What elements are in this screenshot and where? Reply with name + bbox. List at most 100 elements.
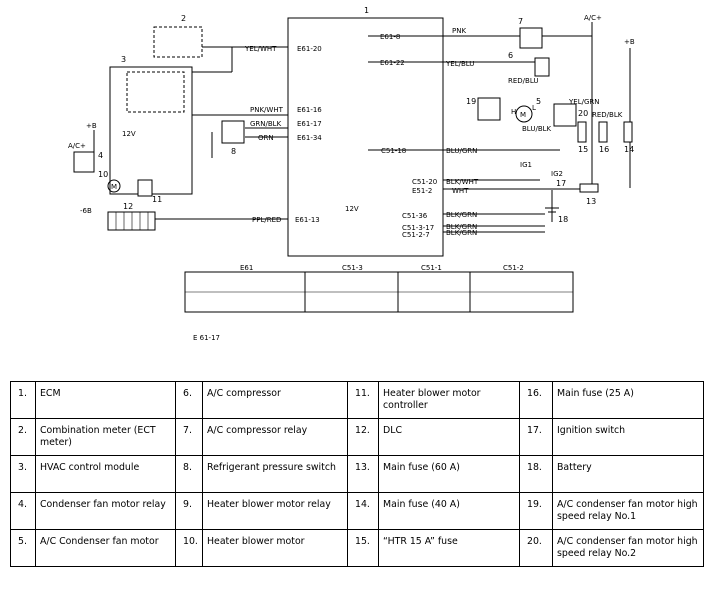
condenser-relay-box — [73, 151, 95, 173]
legend-description: HVAC control module — [35, 455, 176, 493]
label-5: 5 — [536, 97, 541, 106]
label-h: H — [511, 108, 516, 116]
legend-number: 5. — [10, 529, 36, 567]
label-16: 16 — [599, 145, 609, 154]
wire-label-blk-grn-3: BLK/GRN — [446, 229, 477, 237]
wire-label-yel-blu: YEL/BLU — [445, 60, 474, 68]
label-ig1: IG1 — [520, 161, 532, 169]
label-8: 8 — [231, 147, 236, 156]
legend-number: 4. — [10, 492, 36, 530]
relay-20-box — [553, 103, 577, 127]
wiring-diagram: 1 2 YEL/WHT E61-20 3 PNK/WHT E61-16 GRN/… — [68, 6, 635, 342]
blower-controller-box — [137, 179, 153, 197]
label-20: 20 — [578, 109, 588, 118]
legend-description: ECM — [35, 381, 176, 419]
relay-19-box — [477, 97, 501, 121]
legend-row: 2.Combination meter (ECT meter)7.A/C com… — [10, 418, 704, 456]
terminal-e61-20: E61-20 — [297, 45, 322, 53]
refrigerant-switch-box — [221, 120, 245, 144]
legend-description: Combination meter (ECT meter) — [35, 418, 176, 456]
legend-description: Ignition switch — [552, 418, 704, 456]
terminal-c51-27: C51-2-7 — [402, 231, 430, 239]
wire-label-blu-grn: BLU/GRN — [446, 147, 477, 155]
label-2: 2 — [181, 14, 186, 23]
terminal-e51-2: E51-2 — [412, 187, 432, 195]
legend-description: “HTR 15 A” fuse — [378, 529, 520, 567]
wire-label-wht: WHT — [452, 187, 469, 195]
legend-description: Condenser fan motor relay — [35, 492, 176, 530]
label-ac-plus-top: A/C+ — [584, 14, 602, 22]
legend-description: A/C compressor — [202, 381, 348, 419]
label-15: 15 — [578, 145, 588, 154]
wire-label-orn: ORN — [258, 134, 274, 142]
wire-label-blk-grn-1: BLK/GRN — [446, 211, 477, 219]
wire-label-red-blu: RED/BLU — [508, 77, 539, 85]
terminal-e61-22: E61-22 — [380, 59, 405, 67]
wire-label-yel-wht: YEL/WHT — [244, 45, 277, 53]
legend-description: A/C condenser fan motor high speed relay… — [552, 529, 704, 567]
fuse-14 — [623, 121, 633, 143]
label-12v-center: 12V — [345, 205, 359, 213]
label-12: 12 — [123, 202, 133, 211]
legend-number: 19. — [519, 492, 553, 530]
label-19: 19 — [466, 97, 476, 106]
label-plus-b-left: +B — [86, 122, 97, 130]
legend-number: 10. — [175, 529, 203, 567]
connector-label-c51-1: C51-1 — [421, 264, 442, 272]
legend-description: Refrigerant pressure switch — [202, 455, 348, 493]
legend-description: Heater blower motor relay — [202, 492, 348, 530]
legend-number: 20. — [519, 529, 553, 567]
legend-number: 7. — [175, 418, 203, 456]
label-ig2: IG2 — [551, 170, 563, 178]
wire-label-yel-grn: YEL/GRN — [568, 98, 599, 106]
terminal-e61-34: E61-34 — [297, 134, 322, 142]
hvac-inner-box — [126, 71, 185, 113]
wire-label-pnk-wht: PNK/WHT — [250, 106, 284, 114]
legend-number: 3. — [10, 455, 36, 493]
legend-number: 14. — [347, 492, 379, 530]
label-11: 11 — [152, 195, 162, 204]
terminal-e61-8: E61-8 — [380, 33, 400, 41]
wire-label-grn-blk: GRN/BLK — [250, 120, 282, 128]
legend-number: 8. — [175, 455, 203, 493]
label-17: 17 — [556, 179, 566, 188]
legend-description: Heater blower motor — [202, 529, 348, 567]
terminal-c51-20: C51-20 — [412, 178, 437, 186]
label-4: 4 — [98, 151, 103, 160]
label-14: 14 — [624, 145, 634, 154]
label-7: 7 — [518, 17, 523, 26]
legend-description: A/C condenser fan motor high speed relay… — [552, 492, 704, 530]
legend-description: Main fuse (60 A) — [378, 455, 520, 493]
label-6b: -6B — [80, 207, 92, 215]
wire-label-blu-blk: BLU/BLK — [522, 125, 552, 133]
label-l: L — [532, 104, 536, 112]
legend-number: 9. — [175, 492, 203, 530]
connector-label-e61: E61 — [240, 264, 253, 272]
terminal-c51-36: C51-36 — [402, 212, 428, 220]
label-plus-b-right: +B — [624, 38, 635, 46]
dlc-box — [107, 211, 156, 231]
label-6: 6 — [508, 51, 513, 60]
legend-number: 2. — [10, 418, 36, 456]
wire-label-pnk: PNK — [452, 27, 466, 35]
legend-number: 6. — [175, 381, 203, 419]
wire-label-blk-grn-2: BLK/GRN — [446, 223, 477, 231]
label-1: 1 — [364, 6, 369, 15]
legend-description: A/C compressor relay — [202, 418, 348, 456]
blower-motor-symbol — [107, 179, 121, 193]
fuse-16 — [598, 121, 608, 143]
label-13: 13 — [586, 197, 596, 206]
label-18: 18 — [558, 215, 568, 224]
terminal-c51-37: C51-3-17 — [402, 224, 434, 232]
legend-description: Battery — [552, 455, 704, 493]
wire-label-ppl-red: PPL/RED — [252, 216, 281, 224]
main-fuse-13 — [579, 183, 599, 193]
connector-label-c51-2: C51-2 — [503, 264, 524, 272]
label-3: 3 — [121, 55, 126, 64]
legend-number: 13. — [347, 455, 379, 493]
terminal-c51-18: C51-18 — [381, 147, 406, 155]
